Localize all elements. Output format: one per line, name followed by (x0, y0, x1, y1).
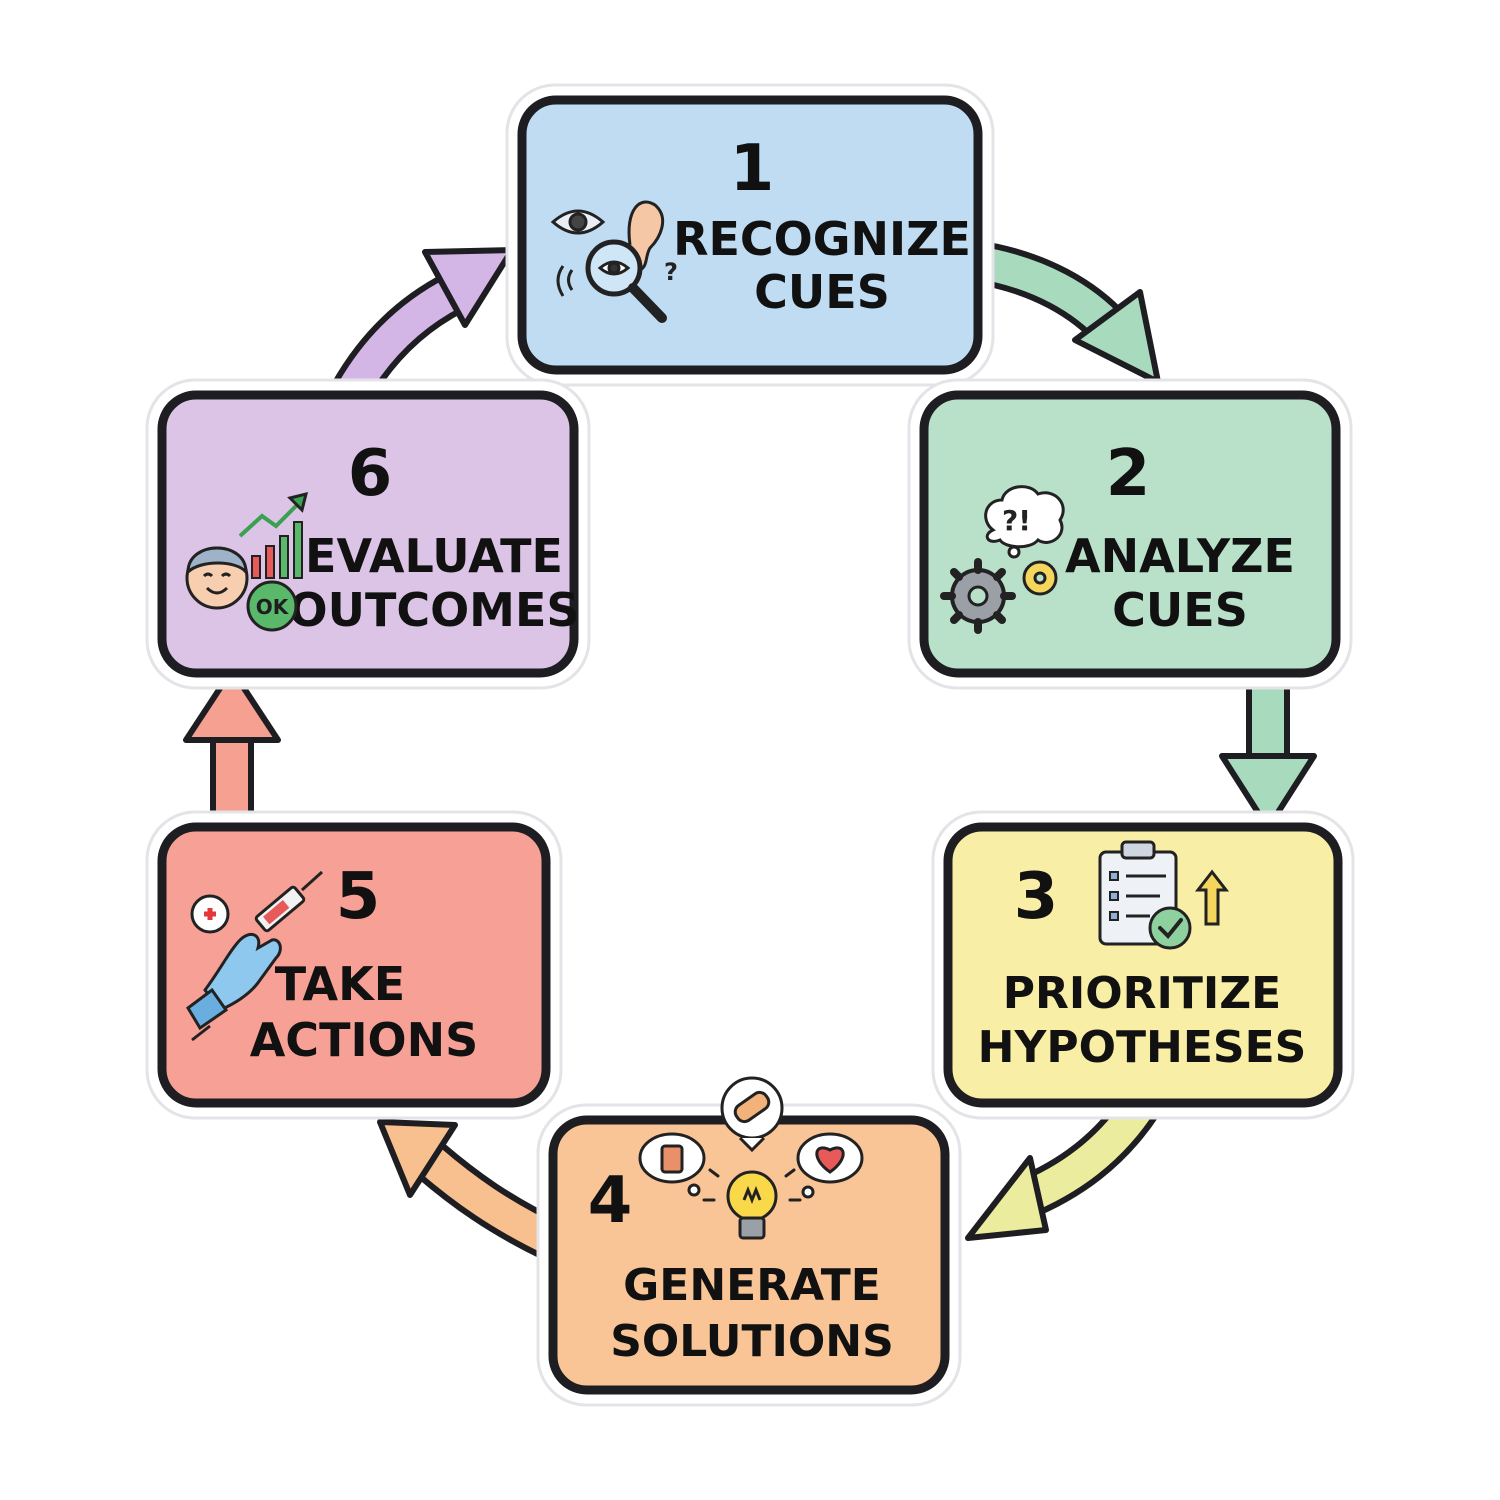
step-2-title-line1: ANALYZE (1065, 529, 1295, 583)
thought-question-marks: ?! (1002, 504, 1031, 537)
thinking-gears-icon: ?! (940, 485, 1065, 634)
lightbulb-ideas-icon (638, 1076, 864, 1240)
step-3-number: 3 (1014, 860, 1059, 934)
step-3-title-line1: PRIORITIZE (1003, 968, 1282, 1019)
step-4-number: 4 (588, 1164, 633, 1238)
eye-ear-magnifier-icon: ? (550, 200, 678, 323)
step-3-title-line2: HYPOTHESES (978, 1022, 1307, 1073)
step-5-number: 5 (336, 860, 381, 934)
step-6-number: 6 (348, 437, 393, 511)
ear-question-mark: ? (664, 258, 678, 286)
arrow-3-to-4 (965, 1092, 1159, 1241)
step-4-box: 4 GENERATE SOLUTIONS (536, 1076, 962, 1407)
step-6-title-line2: OUTCOMES (288, 583, 579, 637)
arrow-5-to-6 (183, 667, 281, 822)
clipboard-checklist-icon (1098, 840, 1230, 950)
step-1-box: 1 RECOGNIZE CUES ? (505, 83, 995, 387)
ok-badge-text: OK (256, 595, 290, 619)
step-1-title-line2: CUES (754, 265, 890, 319)
step-2-box: 2 ANALYZE CUES ?! (907, 378, 1353, 690)
step-1-title-line1: RECOGNIZE (673, 212, 971, 266)
arrow-1-to-2 (947, 234, 1161, 385)
step-6-title-line1: EVALUATE (305, 529, 563, 583)
step-4-title-line2: SOLUTIONS (610, 1316, 894, 1367)
arrow-2-to-3 (1219, 676, 1317, 831)
step-2-title-line2: CUES (1112, 583, 1248, 637)
step-1-number: 1 (730, 132, 775, 206)
arrow-6-to-1 (330, 247, 515, 406)
step-6-box: 6 EVALUATE OUTCOMES OK (145, 378, 591, 690)
step-5-box: 5 TAKE ACTIONS (145, 810, 563, 1120)
step-5-title-line1: TAKE (275, 957, 405, 1011)
arrow-4-to-5 (377, 1119, 562, 1260)
step-3-box: 3 PRIORITIZE HYPOTHESES (931, 810, 1355, 1120)
syringe-glove-icon (186, 870, 324, 1042)
step-5-title-line2: ACTIONS (250, 1013, 479, 1067)
patient-chart-ok-icon: OK (185, 491, 309, 632)
step-4-title-line1: GENERATE (623, 1260, 881, 1311)
step-2-number: 2 (1106, 437, 1151, 511)
